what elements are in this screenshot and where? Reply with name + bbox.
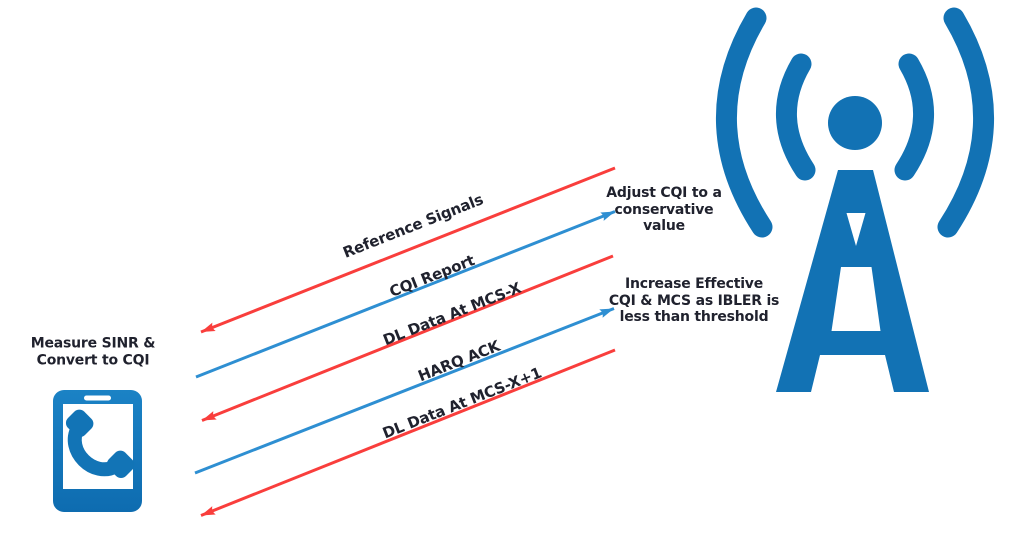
tower-mast [776,170,929,392]
phone-speaker [84,395,111,401]
message-arrows [194,166,616,517]
arrow-harq-ack [194,307,615,475]
enb-annotation-adjust-cqi: Adjust CQI to a conservative value [606,185,722,235]
signal-arcs-icon [716,7,994,238]
tower-head [828,96,882,150]
arrow-reference-signals [200,166,616,334]
arrow-dl-data-mcs-x1 [200,348,616,517]
cell-tower-icon [716,7,994,392]
arrow-dl-data-mcs-x [201,254,614,422]
signal-arc-outer-right [937,7,994,238]
arrow-cqi-report [195,210,616,379]
phone-icon [53,390,142,512]
signal-arc-inner-left [775,53,816,181]
ue-annotation: Measure SINR & Convert to CQI [30,335,156,368]
enb-annotation-increase-cqi: Increase Effective CQI & MCS as IBLER is… [608,276,780,326]
signal-arc-outer-left [716,7,773,238]
handset-icon [65,409,135,479]
signal-arc-inner-right [894,53,935,181]
